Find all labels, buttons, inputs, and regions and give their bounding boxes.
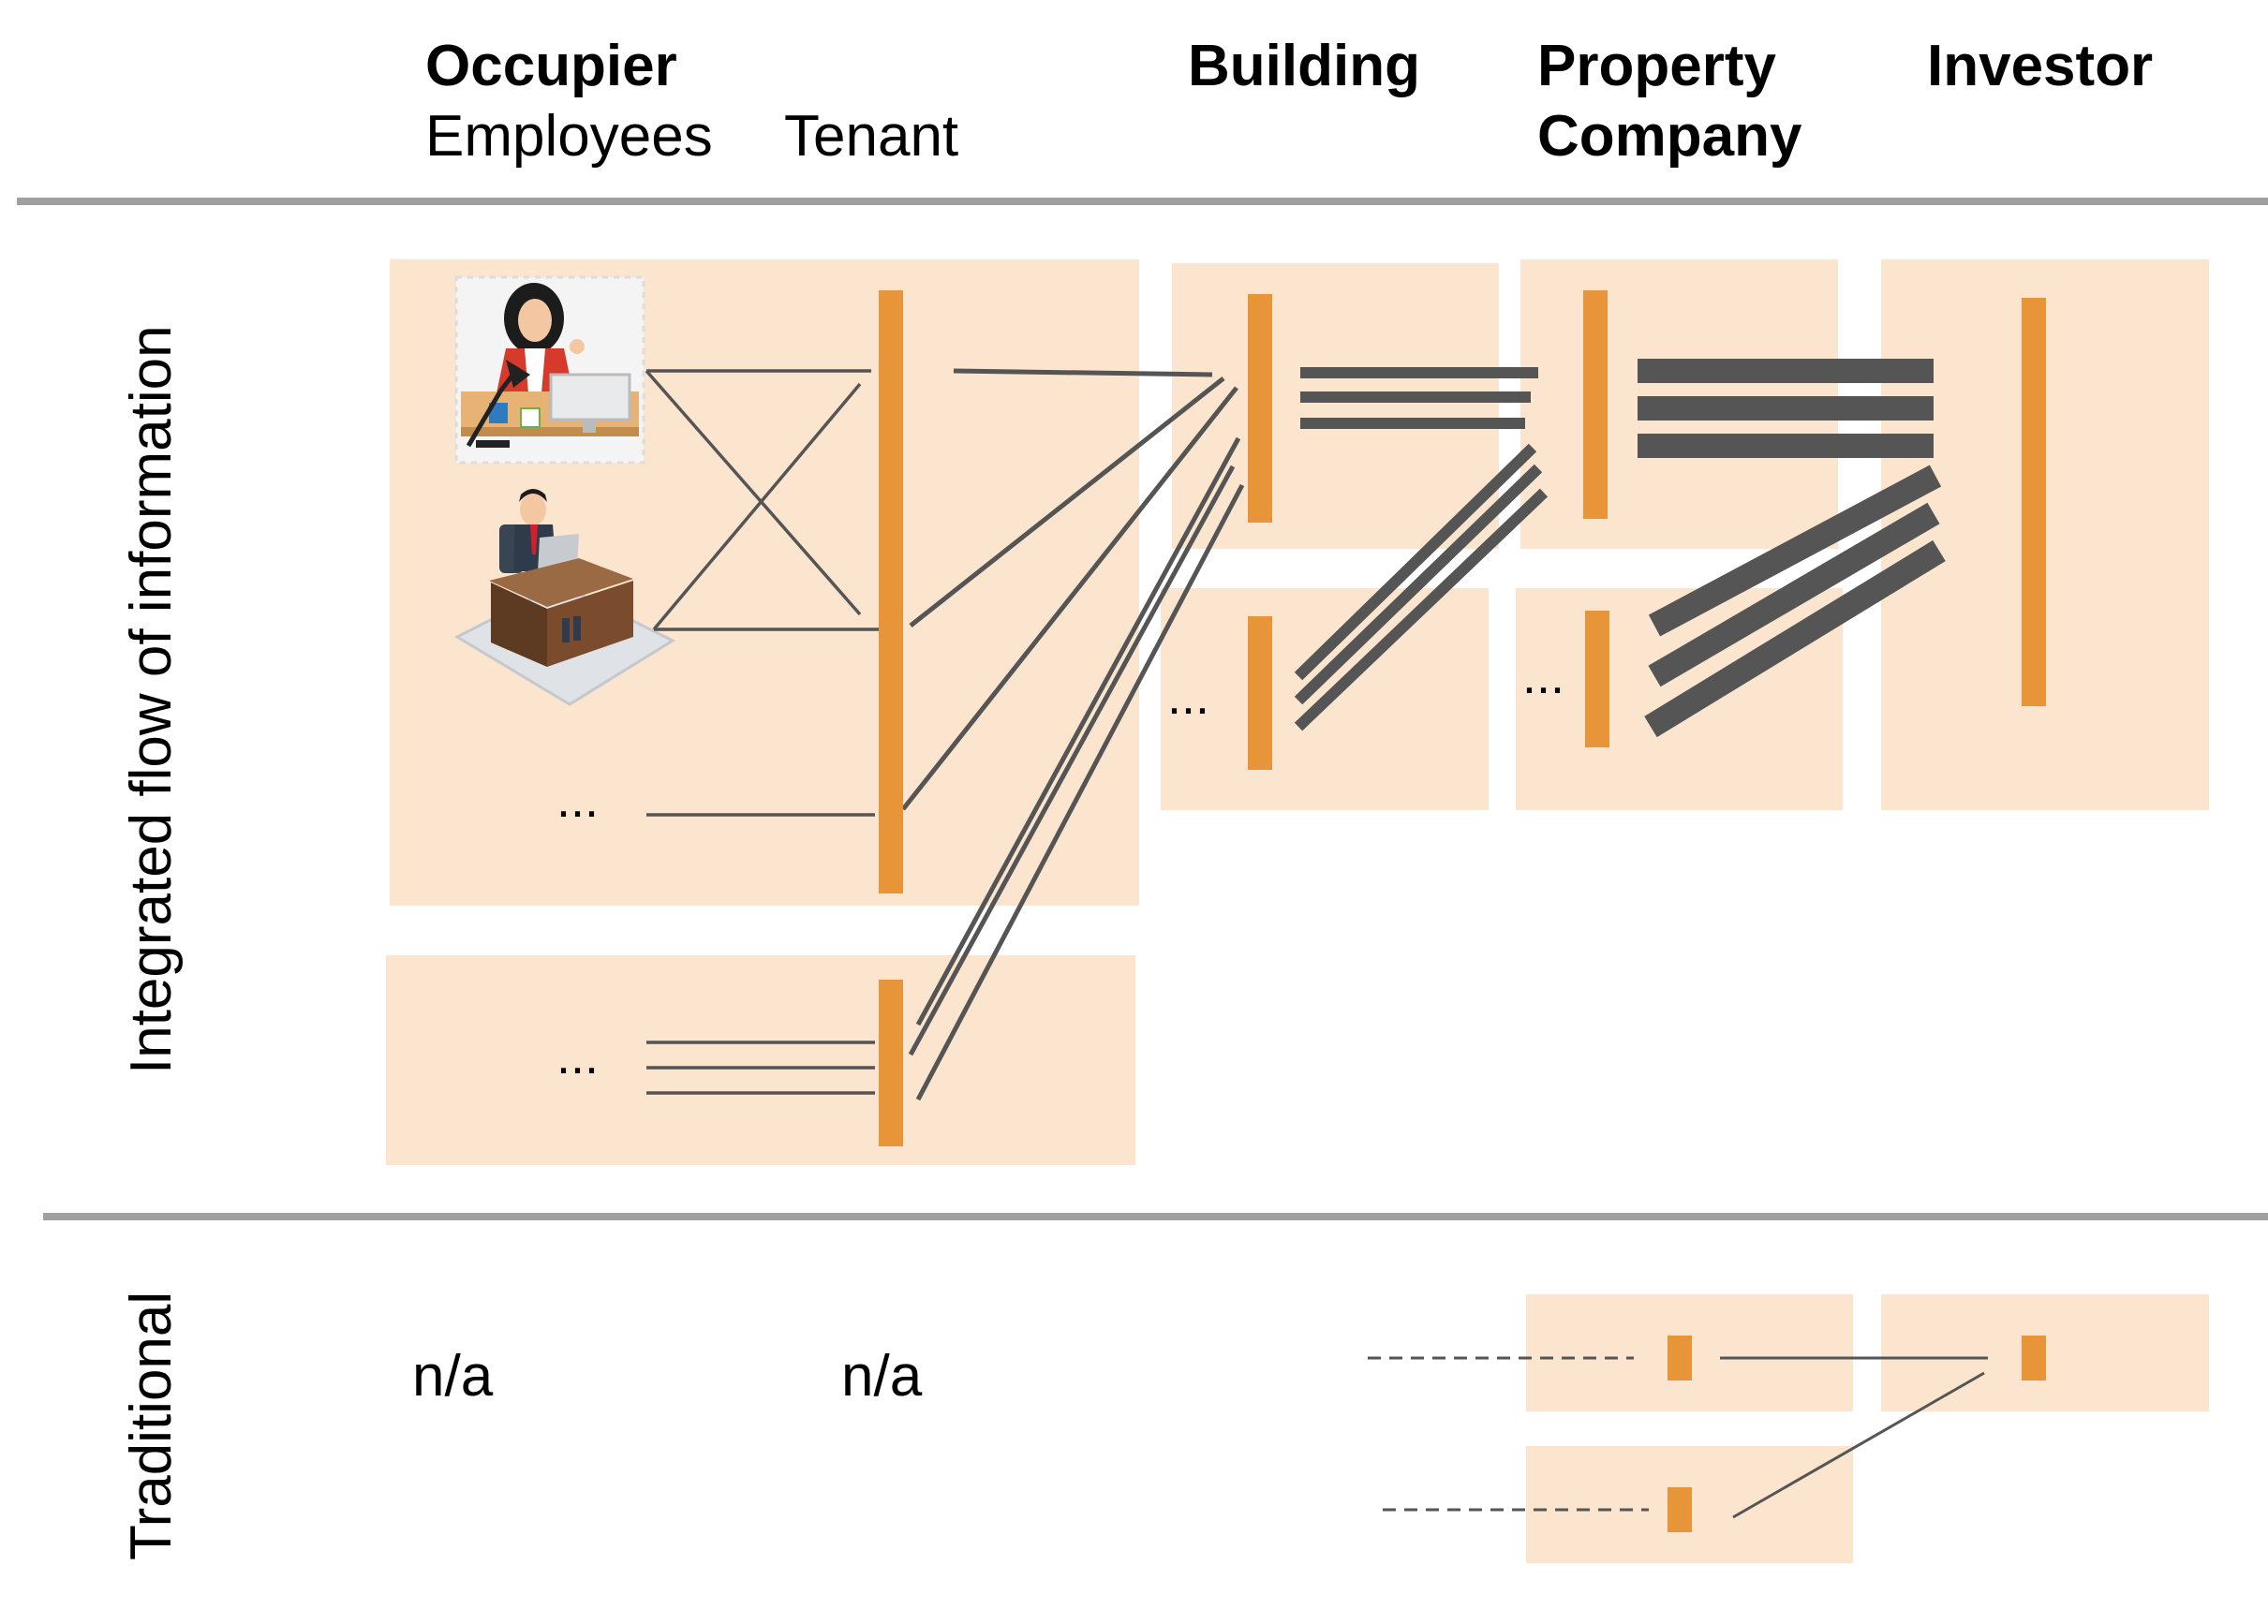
header-occupier: Occupier <box>425 34 677 98</box>
node-trad-investor <box>2022 1336 2046 1380</box>
links-employees-tenant <box>645 369 881 1095</box>
trad-tenant-na: n/a <box>841 1344 923 1409</box>
header-employees: Employees <box>425 104 713 169</box>
node-building-main <box>1248 294 1272 523</box>
trad-employees-na: n/a <box>412 1344 494 1409</box>
header-property-line1: Property <box>1537 34 1776 98</box>
links-traditional <box>1368 1356 1988 1519</box>
node-investor <box>2022 298 2046 706</box>
node-property-other <box>1585 611 1609 747</box>
node-building-other <box>1248 616 1272 770</box>
node-trad-property-2 <box>1668 1487 1692 1532</box>
panels-integrated <box>386 259 2209 1165</box>
ellipsis-buildings: ... <box>1167 669 1209 725</box>
node-tenant-other <box>879 980 903 1146</box>
ellipsis-tenants: ... <box>556 1028 599 1085</box>
node-property-main <box>1583 290 1608 519</box>
links-property-investor <box>1638 359 1946 738</box>
panels-traditional <box>1526 1294 2209 1563</box>
node-tenant-main <box>879 290 903 893</box>
ellipsis-property-companies: ... <box>1522 648 1564 704</box>
man-at-desk-with-laptop-icon <box>453 489 676 706</box>
panel-building-main <box>1172 263 1499 549</box>
ellipsis-employees: ... <box>556 772 599 828</box>
node-trad-property-1 <box>1668 1336 1692 1380</box>
panel-occupier-other <box>386 955 1135 1165</box>
node-bars <box>879 290 2046 1532</box>
header-investor: Investor <box>1927 34 2153 98</box>
links-building-property <box>1294 367 1549 731</box>
header-property-line2: Company <box>1537 104 1802 169</box>
header-tenant: Tenant <box>784 104 958 169</box>
woman-at-desk-icon <box>454 275 645 465</box>
side-label-integrated: Integrated flow of information <box>119 325 184 1074</box>
trad-property2-investor <box>1732 1371 1985 1519</box>
header-building: Building <box>1188 34 1420 98</box>
links-tenant-building <box>901 368 1245 1101</box>
side-label-traditional: Traditional <box>119 1292 184 1560</box>
